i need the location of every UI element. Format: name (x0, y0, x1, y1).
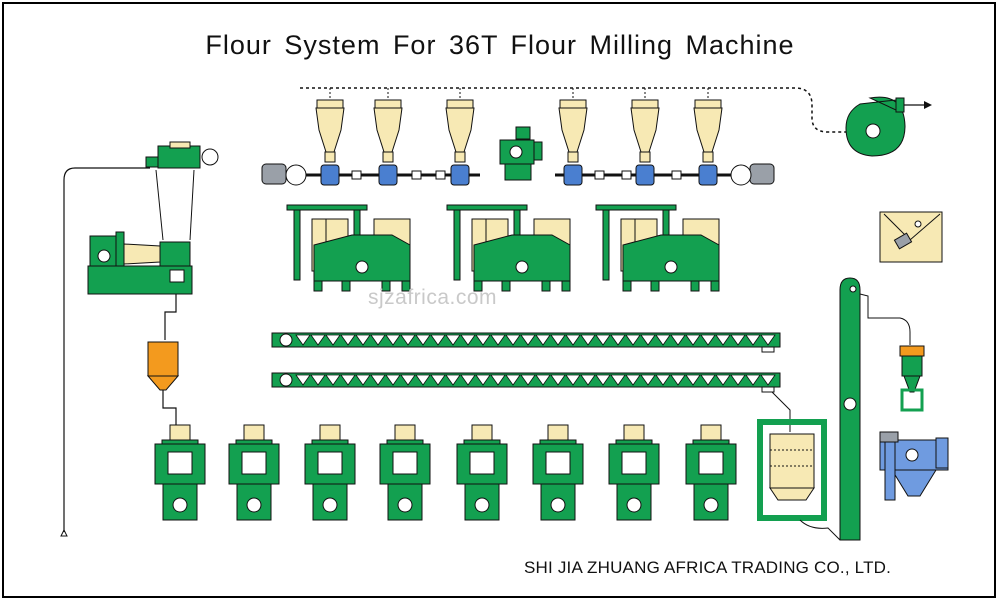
airlock-icon (563, 164, 583, 186)
watermark: sjzafrica.com (368, 286, 498, 309)
airlock-icon (635, 164, 655, 186)
roller-mill-icon (304, 424, 356, 521)
cyclone-icon (373, 99, 403, 163)
page-title: Flour System For 36T Flour Milling Machi… (205, 30, 795, 60)
feed-pipe (60, 167, 177, 537)
cyclone-icon (558, 99, 588, 163)
cyclone-icon (445, 99, 475, 163)
suction-duct (300, 87, 852, 133)
roller-mill-icon (685, 424, 737, 521)
high-pressure-fan-icon (87, 231, 193, 295)
roller-mill-icon (228, 424, 280, 521)
company-name: SHI JIA ZHUANG AFRICA TRADING CO., LTD. (524, 558, 892, 577)
screw-conveyor-icon (271, 372, 781, 393)
cyclone-icon (315, 99, 345, 163)
cyclone-separator-icon (145, 141, 219, 241)
airlock-icon (698, 164, 718, 186)
plansifter-icon (286, 204, 411, 292)
cyclone-icon (630, 99, 660, 163)
roller-mill-icon (608, 424, 660, 521)
bucket-elevator-icon (839, 277, 911, 541)
airlock-icon (450, 164, 470, 186)
flow-arrow-icon (904, 101, 932, 109)
hopper-box-icon (879, 211, 943, 263)
screw-conveyor-icon (271, 332, 781, 353)
roller-mill-icon (532, 424, 584, 521)
dust-collector-icon (879, 431, 949, 501)
cyclone-icon (693, 99, 723, 163)
packing-scale-icon (757, 391, 841, 541)
roller-mill-icon (154, 424, 206, 521)
airlock-icon (378, 164, 398, 186)
impact-detacher-icon (499, 126, 543, 181)
airlock-icon (320, 164, 340, 186)
plansifter-icon (595, 204, 720, 292)
orange-hopper-icon (146, 341, 180, 391)
fan-icon (845, 96, 906, 157)
plansifter-icon (446, 204, 571, 292)
sifter-filter-icon (899, 345, 925, 412)
roller-mill-icon (456, 424, 508, 521)
roller-mill-icon (379, 424, 431, 521)
